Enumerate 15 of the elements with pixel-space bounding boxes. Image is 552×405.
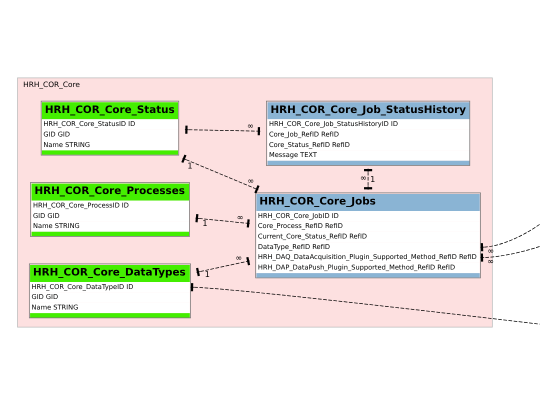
- label: ∞: [487, 246, 494, 256]
- connector: [484, 246, 540, 258]
- connector: [194, 286, 540, 325]
- label: ∞: [247, 176, 254, 186]
- label: 1: [204, 268, 210, 279]
- label: ∞: [487, 256, 494, 266]
- label: 1: [202, 218, 208, 228]
- label: 1: [370, 174, 376, 184]
- label: ∞: [236, 212, 244, 222]
- label: ∞: [246, 120, 254, 130]
- label: ∞: [360, 172, 367, 183]
- connector: [181, 154, 260, 194]
- label: ∞: [235, 252, 242, 262]
- label: 1: [187, 160, 193, 170]
- connector: [484, 224, 540, 248]
